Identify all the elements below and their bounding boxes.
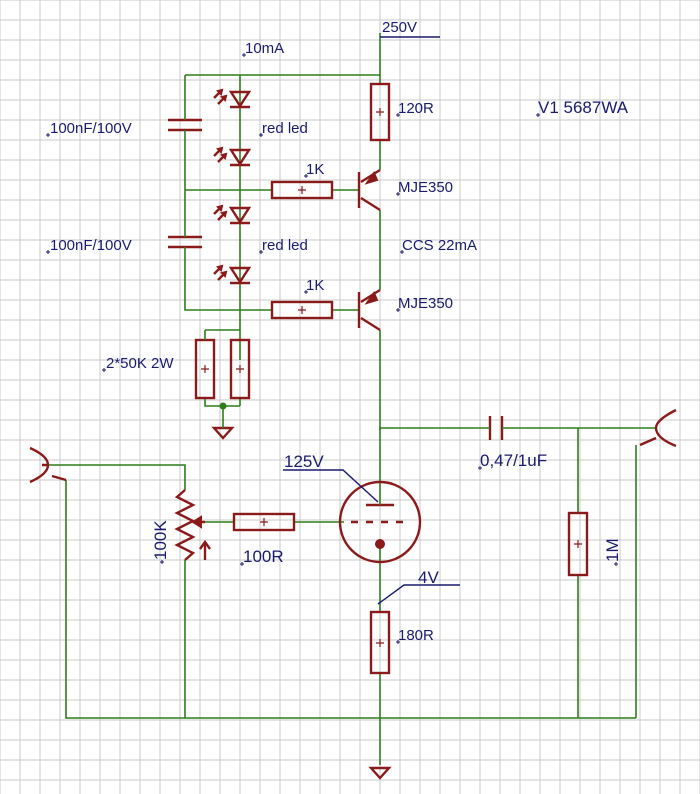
text-origin-mark: [396, 640, 400, 644]
label-r50k: 2*50K 2W: [106, 355, 174, 372]
label-r1k-2: 1K: [306, 277, 324, 294]
label-current: 10mA: [245, 40, 284, 57]
label-r1k-1: 1K: [306, 161, 324, 178]
label-plate-voltage: 125V: [284, 452, 324, 471]
resistor-50k-2: [229, 338, 251, 400]
junction-dot: [219, 402, 227, 410]
text-origin-mark: [536, 113, 540, 117]
resistor-180r: [369, 610, 391, 675]
resistor-1m: [567, 511, 589, 577]
text-origin-mark: [46, 133, 50, 137]
transistor-mje350-2: [357, 288, 381, 332]
tube-5687wa: [338, 480, 422, 564]
potentiometer-100k: [174, 489, 211, 561]
labels: 250V 10mA 120R V1 5687WA 100nF/100V red …: [50, 19, 629, 644]
label-ccs: CCS 22mA: [402, 237, 477, 254]
label-cathode-voltage: 4V: [418, 568, 439, 587]
text-origin-mark: [396, 308, 400, 312]
resistor-50k-1: [194, 330, 216, 400]
led-icon: [213, 264, 252, 285]
led-string: [213, 88, 252, 285]
text-origin-mark: [102, 368, 106, 372]
capacitor-100nf-1: [168, 112, 202, 136]
text-origin-mark: [259, 250, 263, 254]
resistor-120r: [369, 82, 391, 142]
resistor-1k-1: [270, 180, 334, 200]
label-pot: 100K: [151, 520, 170, 560]
label-led2: red led: [262, 237, 308, 254]
label-cap2: 100nF/100V: [50, 237, 132, 254]
resistor-1k-2: [270, 300, 334, 320]
resistor-100r: [232, 512, 296, 532]
transistor-mje350-1: [357, 168, 381, 212]
label-tube: V1 5687WA: [538, 98, 629, 117]
label-q1: MJE350: [398, 179, 453, 196]
input-connector-icon: [29, 446, 67, 484]
label-r1m: 1M: [603, 538, 622, 562]
led-icon: [213, 88, 252, 109]
led-icon: [213, 146, 252, 167]
output-connector-icon: [639, 408, 677, 448]
text-origin-mark: [242, 53, 246, 57]
text-origin-mark: [400, 250, 404, 254]
label-grid-resistor: 100R: [243, 547, 284, 566]
label-cap1: 100nF/100V: [50, 120, 132, 137]
text-origin-mark: [259, 133, 263, 137]
label-r120: 120R: [398, 100, 434, 117]
text-origin-mark: [614, 562, 618, 566]
ground-icon: [211, 425, 235, 440]
text-origin-mark: [240, 562, 244, 566]
text-origin-mark: [160, 560, 164, 564]
led-icon: [213, 204, 252, 225]
text-origin-mark: [396, 113, 400, 117]
capacitor-100nf-2: [168, 229, 202, 253]
label-coupling-cap: 0,47/1uF: [480, 451, 547, 470]
text-origin-mark: [396, 192, 400, 196]
text-origin-marks: [46, 53, 618, 644]
label-led1: red led: [262, 120, 308, 137]
capacitor-coupling: [484, 416, 512, 440]
label-q2: MJE350: [398, 295, 453, 312]
wires: [48, 33, 656, 765]
text-origin-mark: [46, 250, 50, 254]
text-origin-mark: [478, 466, 482, 470]
ground-icon: [368, 766, 392, 780]
text-origin-mark: [304, 290, 308, 294]
label-leaders: [283, 36, 460, 605]
label-r180: 180R: [398, 627, 434, 644]
label-supply-voltage: 250V: [382, 19, 417, 36]
text-origin-mark: [304, 174, 308, 178]
